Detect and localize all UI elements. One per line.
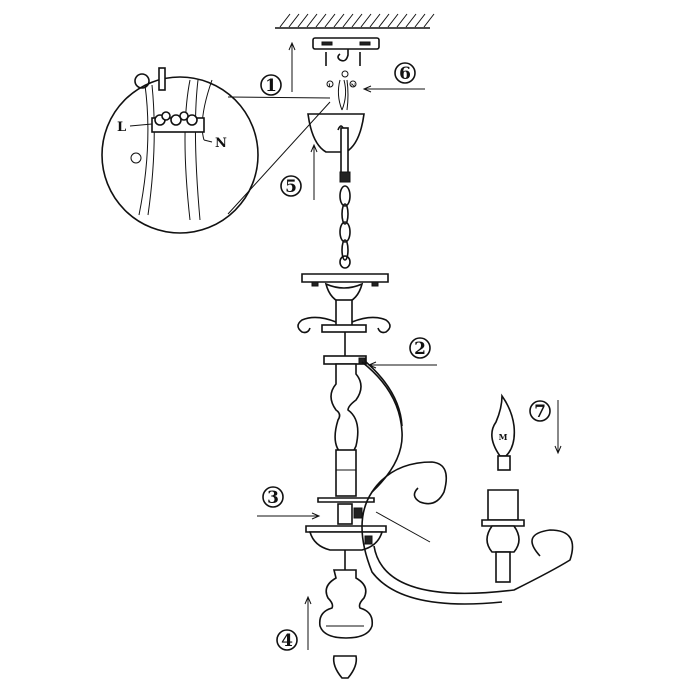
hatch-line [333, 13, 345, 28]
arrows [257, 41, 562, 650]
neutral-small-label: N [351, 83, 356, 89]
screwdriver-icon [158, 67, 166, 91]
live-label: L [117, 120, 126, 135]
wiring-detail-callout [101, 67, 331, 234]
svg-text:3: 3 [267, 488, 279, 508]
ceiling [275, 13, 435, 29]
hatch-line [378, 13, 390, 28]
live-small-label: L [328, 83, 332, 89]
step-3: 3 [262, 486, 284, 508]
svg-text:6: 6 [399, 64, 411, 84]
candle-bulb: M [491, 393, 516, 471]
svg-text:4: 4 [281, 631, 293, 651]
top-plate [301, 273, 389, 283]
hatch-line [288, 13, 300, 28]
supply-wires [326, 70, 357, 111]
hatch-line [369, 13, 381, 28]
hatch-line [405, 13, 417, 28]
arm-outer [361, 361, 503, 605]
svg-text:1: 1 [265, 76, 277, 96]
canopy [307, 113, 365, 153]
mounting-bracket [312, 37, 380, 66]
step-7: 7 [529, 400, 551, 422]
hatch-line [423, 13, 435, 28]
hatch-line [297, 13, 309, 28]
arm-lower [373, 529, 574, 595]
step-5: 5 [280, 175, 302, 197]
hatch-line [324, 13, 336, 28]
hatch-line [396, 13, 408, 28]
hatch-line [306, 13, 318, 28]
hatch-line [351, 13, 363, 28]
hatch-line [342, 13, 354, 28]
hatch-line [315, 13, 327, 28]
neutral-label: N [215, 136, 227, 151]
hatch-line [279, 13, 291, 28]
finial-tip [332, 655, 358, 679]
svg-text:M: M [499, 432, 508, 442]
rotate-icon [134, 73, 150, 89]
column [330, 363, 362, 458]
canopy-rod [340, 127, 349, 177]
svg-text:7: 7 [534, 402, 546, 422]
chain [339, 185, 351, 269]
hatch-line [387, 13, 399, 28]
earth-icon [130, 152, 142, 164]
svg-text:2: 2 [414, 339, 426, 359]
svg-text:5: 5 [285, 177, 297, 197]
hatch-line [414, 13, 426, 28]
candle-sleeve [487, 489, 519, 521]
arm-scroll [371, 461, 448, 505]
step-1: 1 [260, 74, 282, 96]
hatch-line [360, 13, 372, 28]
scroll-left [297, 316, 337, 334]
bottom-finial [318, 569, 374, 639]
step-2: 2 [409, 337, 431, 359]
step-4: 4 [276, 629, 298, 651]
scroll-right [351, 316, 391, 334]
step-6: 6 [394, 62, 416, 84]
